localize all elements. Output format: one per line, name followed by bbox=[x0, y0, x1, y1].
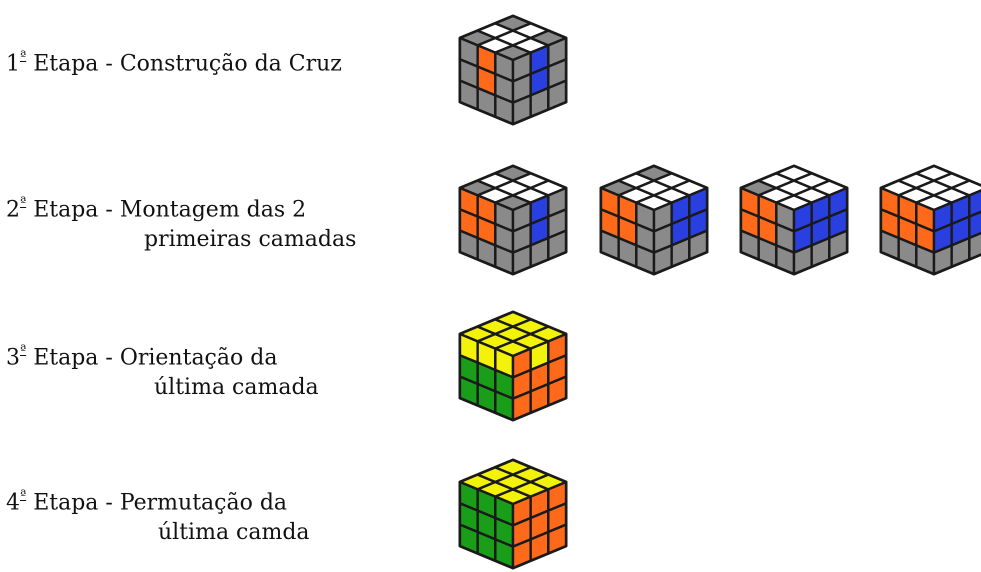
right-face-sticker bbox=[547, 375, 568, 407]
step-4-number: 4 bbox=[6, 490, 20, 516]
cube-step-3-1 bbox=[458, 310, 568, 422]
step-4-ordinal: ª bbox=[20, 488, 27, 503]
right-face-sticker bbox=[968, 210, 981, 240]
step-1-number: 1 bbox=[6, 51, 20, 77]
step-3-number: 3 bbox=[6, 345, 20, 371]
step-2-label: 2ª Etapa - Montagem das 2 primeiras cama… bbox=[6, 190, 356, 255]
cube-step-2-2 bbox=[599, 164, 709, 276]
step-1-label: 1ª Etapa - Construção da Cruz bbox=[6, 44, 342, 79]
right-face-sticker bbox=[968, 231, 981, 261]
step-1-ordinal: ª bbox=[20, 49, 27, 64]
step-4-label: 4ª Etapa - Permutação da última camda bbox=[6, 483, 310, 548]
right-face-sticker bbox=[547, 523, 568, 555]
cube-step-2-4 bbox=[879, 164, 981, 276]
step-4-title: Etapa - Permutação da bbox=[33, 490, 288, 516]
top-face-sticker bbox=[950, 179, 981, 197]
cube-step-2-3 bbox=[739, 164, 849, 276]
step-2-number: 2 bbox=[6, 197, 20, 223]
step-3-title: Etapa - Orientação da bbox=[33, 345, 278, 371]
step-3-ordinal: ª bbox=[20, 343, 27, 358]
cube-step-2-1 bbox=[458, 164, 568, 276]
step-2-title: Etapa - Montagem das 2 bbox=[33, 197, 307, 223]
step-2-ordinal: ª bbox=[20, 195, 27, 210]
step-2-title-line2: primeiras camadas bbox=[144, 227, 357, 253]
right-face-sticker bbox=[547, 79, 568, 111]
step-1-title: Etapa - Construção da Cruz bbox=[33, 51, 342, 77]
cube-step-1-1 bbox=[458, 14, 568, 126]
step-3-label: 3ª Etapa - Orientação da última camada bbox=[6, 338, 319, 403]
right-face-sticker bbox=[688, 229, 709, 261]
cube-step-4-1 bbox=[458, 458, 568, 570]
right-face-sticker bbox=[968, 189, 981, 218]
right-face-sticker bbox=[547, 229, 568, 261]
step-4-title-line2: última camda bbox=[158, 520, 310, 546]
step-3-title-line2: última camada bbox=[154, 375, 319, 401]
right-face-sticker bbox=[828, 229, 849, 261]
